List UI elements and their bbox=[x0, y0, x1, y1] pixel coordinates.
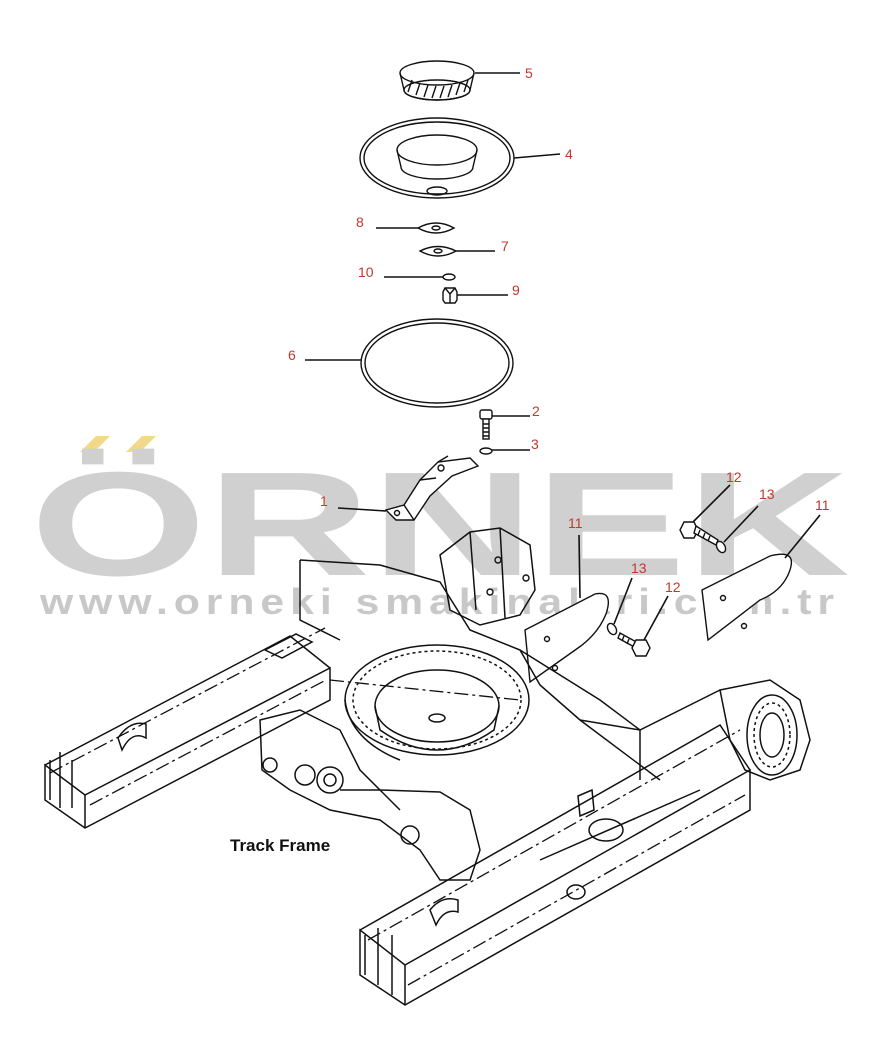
part-13-washer-right bbox=[715, 540, 727, 554]
callout-12-left: 12 bbox=[665, 579, 681, 595]
callout-1: 1 bbox=[320, 493, 328, 509]
part-13-washer-left bbox=[606, 622, 618, 636]
callout-leaders bbox=[305, 72, 821, 641]
callout-4: 4 bbox=[565, 146, 573, 162]
callout-11-left: 11 bbox=[568, 515, 583, 531]
part-11-cover-right bbox=[701, 553, 793, 642]
callout-numbers: 5 4 8 7 10 9 6 2 3 1 12 13 11 11 13 12 bbox=[288, 65, 830, 595]
leader-13-right bbox=[723, 505, 759, 543]
diagram-caption: Track Frame bbox=[230, 836, 330, 855]
leader-11-left bbox=[578, 534, 581, 599]
part-10-washer bbox=[442, 273, 456, 281]
part-2-bolt bbox=[479, 409, 493, 440]
callout-6: 6 bbox=[288, 347, 296, 363]
callout-3: 3 bbox=[531, 436, 539, 452]
callout-13-left: 13 bbox=[631, 560, 647, 576]
callout-9: 9 bbox=[512, 282, 520, 298]
callout-12-right: 12 bbox=[726, 469, 742, 485]
part-1-bracket bbox=[384, 455, 480, 521]
leader-12-right bbox=[692, 484, 731, 523]
track-frame-drawing bbox=[44, 527, 811, 1006]
part-3-washer bbox=[479, 447, 493, 455]
part-7-plate bbox=[418, 245, 458, 257]
watermark-accent-left bbox=[80, 436, 110, 452]
watermark-url: www.orneki smakinalari.com.tr bbox=[39, 581, 840, 622]
part-8-gasket bbox=[416, 222, 456, 234]
callout-7: 7 bbox=[501, 238, 509, 254]
part-5-bearing-ring bbox=[399, 60, 475, 101]
leader-12-left bbox=[643, 595, 669, 641]
part-9-nut bbox=[442, 287, 458, 304]
callout-11-right: 11 bbox=[815, 497, 830, 513]
callout-8: 8 bbox=[356, 214, 364, 230]
leader-11-right bbox=[784, 514, 821, 559]
watermark-accent-right bbox=[126, 436, 156, 452]
callout-2: 2 bbox=[532, 403, 540, 419]
leader-4 bbox=[513, 153, 561, 159]
leader-1 bbox=[337, 507, 387, 512]
callout-5: 5 bbox=[525, 65, 533, 81]
part-6-o-ring bbox=[360, 318, 514, 408]
part-11-cover-left bbox=[524, 592, 610, 684]
leader-13-left bbox=[613, 577, 633, 625]
part-12-bolt-left bbox=[617, 632, 651, 657]
part-4-flange-plate bbox=[359, 117, 515, 199]
callout-13-right: 13 bbox=[759, 486, 775, 502]
callout-10: 10 bbox=[358, 264, 374, 280]
